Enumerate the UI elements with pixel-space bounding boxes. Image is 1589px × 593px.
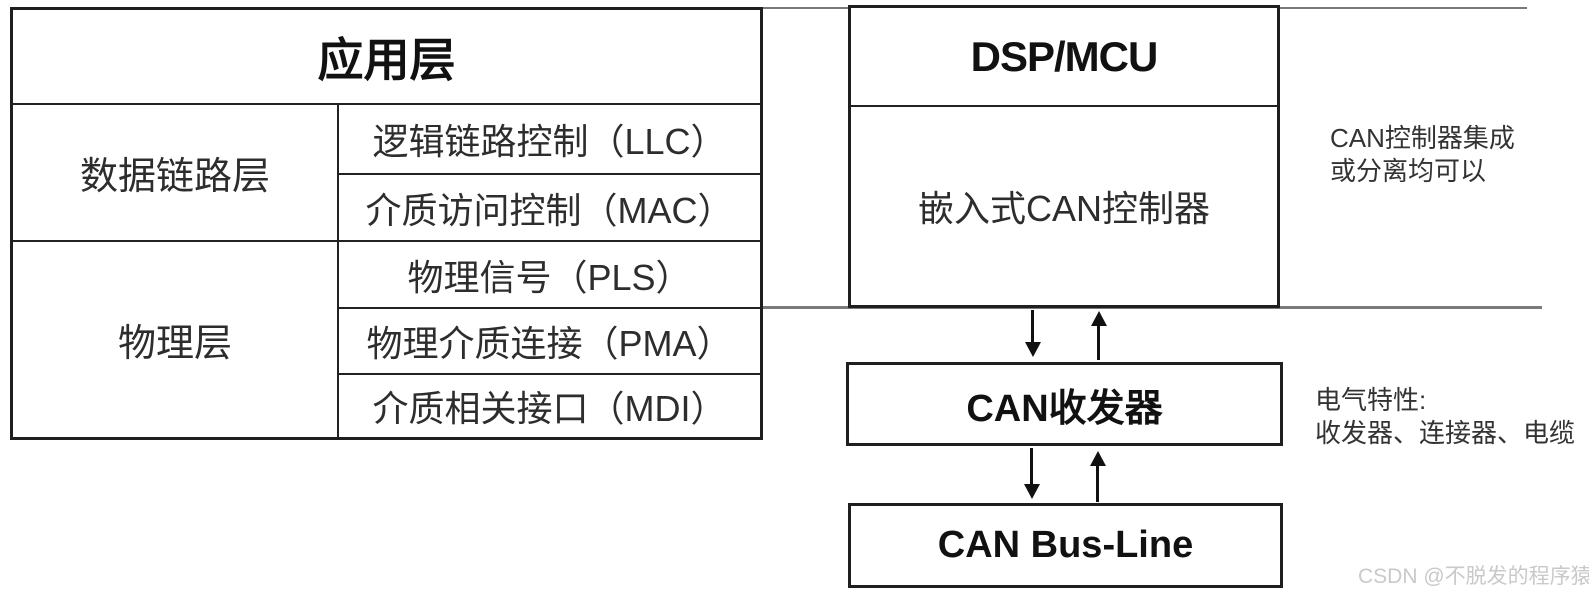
controller-note-line1: CAN控制器集成 [1330,123,1515,153]
dsp-box-divider [851,105,1277,107]
application-layer-cell: 应用层 [13,10,760,103]
layer-table: 应用层 数据链路层 逻辑链路控制（LLC） 介质访问控制（MAC） 物理层 物理… [10,7,763,440]
llc-label: 逻辑链路控制（LLC） [372,121,727,162]
mac-cell: 介质访问控制（MAC） [339,175,760,240]
table-line-llc-bottom [337,173,760,175]
can-transceiver-label: CAN收发器 [966,387,1163,430]
dsp-mcu-title: DSP/MCU [851,8,1277,105]
up-arrow-shaft [1097,324,1100,360]
embedded-can-controller-cell: 嵌入式CAN控制器 [851,107,1277,305]
pls-cell: 物理信号（PLS） [339,242,760,307]
pma-label: 物理介质连接（PMA） [366,323,733,364]
table-line-pls-bottom [337,307,760,309]
down-arrow-shaft [1030,448,1033,486]
table-line-datalink-bottom [13,240,760,242]
data-link-layer-label: 数据链路层 [79,156,270,198]
up-arrow-icon [1091,311,1107,326]
mdi-cell: 介质相关接口（MDI） [339,375,760,437]
mdi-label: 介质相关接口（MDI） [372,388,727,429]
dsp-mcu-box: DSP/MCU 嵌入式CAN控制器 [848,5,1280,308]
application-layer-label: 应用层 [317,33,456,86]
dsp-mcu-title-label: DSP/MCU [970,32,1159,80]
physical-layer-cell: 物理层 [13,242,337,437]
watermark: CSDN @不脱发的程序猿 [1358,565,1589,588]
can-bus-line-box: CAN Bus-Line [848,503,1283,588]
data-link-layer-cell: 数据链路层 [13,105,337,240]
electrical-note: 电气特性: 收发器、连接器、电缆 [1315,384,1575,450]
table-column-divider [337,103,339,437]
down-arrow-icon [1024,484,1040,499]
controller-note-line2: 或分离均可以 [1330,156,1487,186]
pma-cell: 物理介质连接（PMA） [339,309,760,373]
table-line-pma-bottom [337,373,760,375]
table-line-app-bottom [13,103,760,105]
mac-label: 介质访问控制（MAC） [365,189,734,231]
physical-layer-label: 物理层 [117,323,232,365]
can-transceiver-box: CAN收发器 [846,362,1283,446]
controller-note: CAN控制器集成 或分离均可以 [1330,122,1515,188]
electrical-note-line2: 收发器、连接器、电缆 [1315,418,1576,448]
down-arrow-icon [1025,342,1041,357]
electrical-note-line1: 电气特性: [1315,385,1427,415]
llc-cell: 逻辑链路控制（LLC） [339,105,760,173]
up-arrow-icon [1090,451,1106,466]
down-arrow-shaft [1031,310,1034,344]
embedded-can-controller-label: 嵌入式CAN控制器 [917,188,1210,229]
up-arrow-shaft [1096,464,1099,502]
can-bus-line-label: CAN Bus-Line [937,524,1194,566]
pls-label: 物理信号（PLS） [407,256,692,298]
